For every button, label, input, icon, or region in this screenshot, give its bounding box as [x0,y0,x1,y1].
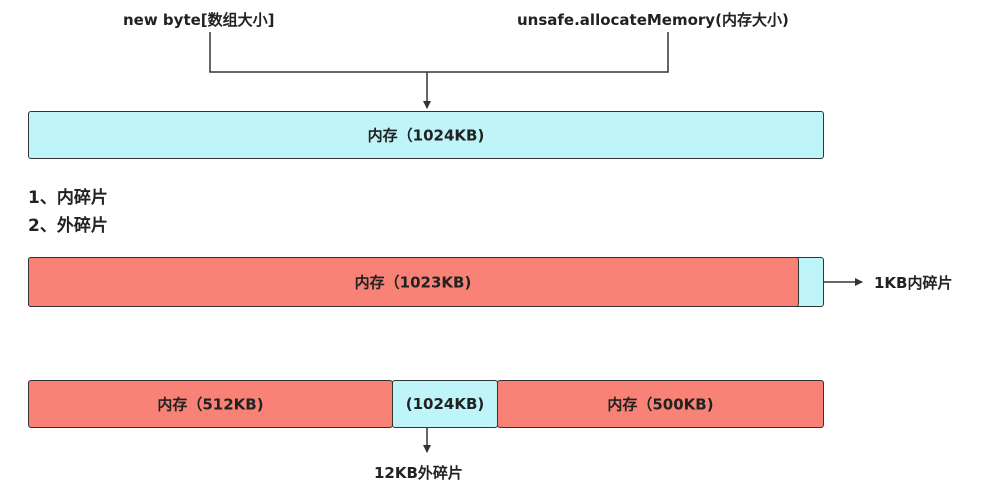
memory-segment-512kb-label: 内存（512KB) [157,395,264,414]
new-byte-label: new byte[数组大小] [123,11,275,29]
free-segment-1024kb-label: (1024KB) [405,395,485,413]
memory-segment-512kb: 内存（512KB) [28,380,393,428]
used-memory-segment: 内存（1023KB) [27,256,799,307]
external-fragment-label: 12KB外碎片 [374,464,463,482]
bracket-line [209,32,669,73]
internal-memory-box: 内存（1023KB) [27,256,824,307]
list-item-external-fragment: 2、外碎片 [28,216,108,236]
free-segment-1024kb: (1024KB) [392,380,498,428]
internal-fragment-label: 1KB内碎片 [874,274,953,292]
memory-box: 内存（1024KB) [28,111,824,159]
allocate-memory-label: unsafe.allocateMemory(内存大小) [517,11,789,29]
memory-box-label: 内存（1024KB) [367,126,485,145]
list-item-internal-fragment: 1、内碎片 [28,188,108,208]
memory-segment-500kb-label: 内存（500KB) [607,395,714,414]
memory-segment-500kb: 内存（500KB) [497,380,824,428]
used-memory-label: 内存（1023KB) [354,273,472,291]
